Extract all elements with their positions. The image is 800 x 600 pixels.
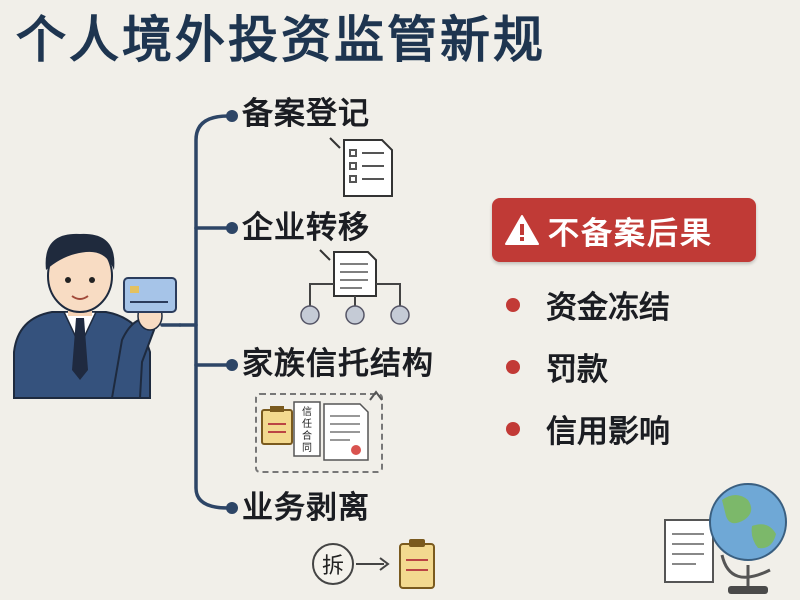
consequence-item: 资金冻结 (506, 282, 670, 327)
warning-label: 不备案后果 (548, 215, 713, 252)
branch-label-trust: 家族信托结构 (242, 346, 434, 382)
org-chart-icon (300, 249, 410, 325)
globe-icon (709, 483, 787, 594)
branch-nodes (226, 110, 238, 514)
trust-doc-char-2: 任 (302, 417, 312, 430)
consequence-item: 罚款 (506, 344, 608, 389)
warning-icon (505, 215, 539, 245)
branch-label-transfer: 企业转移 (242, 210, 370, 246)
consequence-item: 信用影响 (506, 406, 670, 451)
trust-doc-char-3: 合 (302, 429, 312, 442)
bank-card-icon (123, 277, 177, 313)
trust-doc-char-4: 同 (302, 442, 312, 454)
bullet-icon (506, 297, 520, 312)
consequence-label: 资金冻结 (546, 290, 670, 326)
report-icon (664, 519, 714, 583)
split-arrow-icon: 拆 (312, 539, 435, 589)
page-title: 个人境外投资监管新规 (16, 11, 546, 69)
branch-connector (160, 114, 230, 510)
bullet-icon (506, 421, 520, 436)
bullet-icon (506, 359, 520, 374)
warning-banner: 不备案后果 (492, 198, 756, 262)
branch-label-filing: 备案登记 (242, 96, 370, 132)
branch-label-divest: 业务剥离 (242, 490, 370, 526)
consequence-label: 信用影响 (546, 414, 670, 450)
person-icon (13, 233, 163, 399)
trust-doc-char-1: 信 (302, 406, 312, 418)
split-badge: 拆 (322, 554, 344, 579)
document-icon (329, 137, 393, 197)
trust-contract-icon: 信 任 合 同 (255, 390, 383, 473)
consequence-label: 罚款 (546, 352, 608, 388)
